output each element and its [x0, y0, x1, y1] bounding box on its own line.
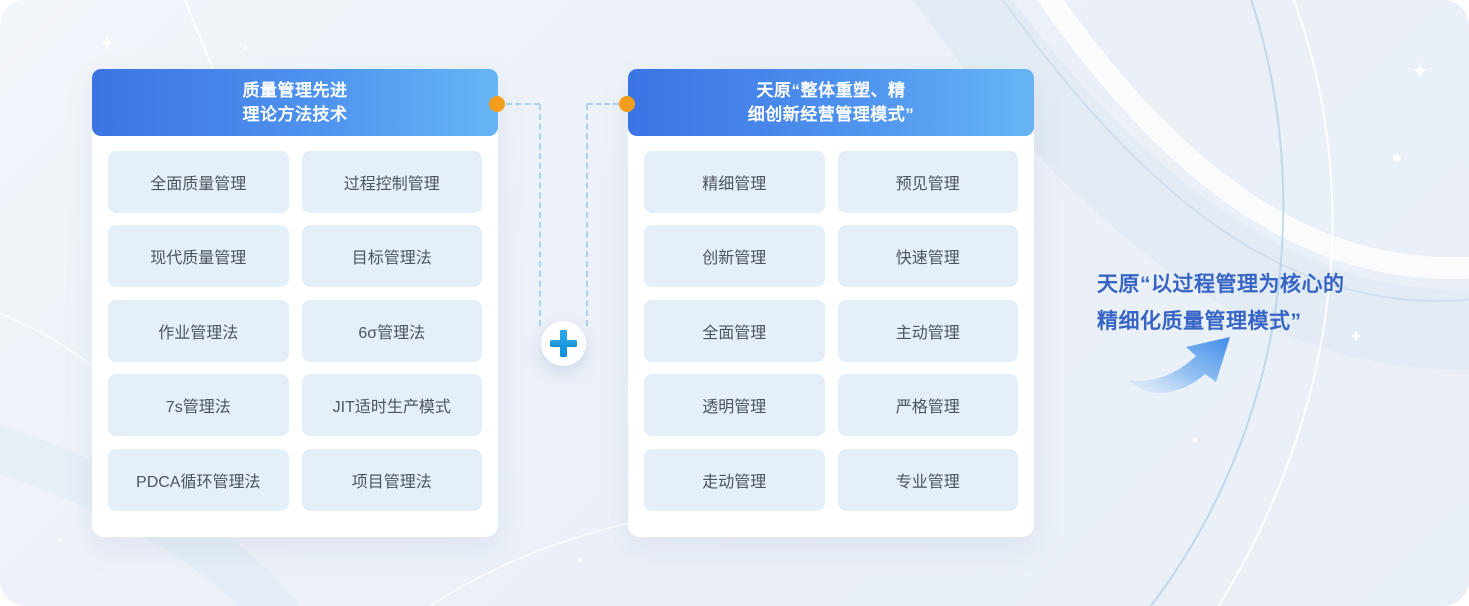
list-item: 全面质量管理	[108, 151, 289, 213]
list-item: 过程控制管理	[301, 151, 482, 213]
plus-icon-bar	[560, 330, 567, 357]
list-item: 项目管理法	[301, 448, 482, 511]
connector-dashed-line	[539, 104, 541, 326]
left-panel-title-line2: 理论方法技术	[242, 104, 348, 124]
plus-icon	[541, 321, 586, 366]
list-item: 透明管理	[644, 374, 825, 437]
connector-dashed-line	[586, 104, 588, 326]
connector-dot-left-icon	[489, 96, 505, 112]
result-line1: 天原“以过程管理为核心的	[1097, 273, 1345, 296]
list-item: PDCA循环管理法	[108, 448, 289, 511]
list-item: 主动管理	[837, 299, 1018, 362]
right-panel-title-line2: 细创新经营管理模式”	[747, 104, 915, 124]
list-item: 现代质量管理	[108, 225, 289, 288]
list-item: JIT适时生产模式	[301, 374, 482, 437]
left-panel-grid: 全面质量管理 过程控制管理 现代质量管理 目标管理法 作业管理法 6σ管理法 7…	[108, 151, 482, 511]
right-panel: 天原“整体重塑、精 细创新经营管理模式” 精细管理 预见管理 创新管理 快速管理…	[628, 69, 1034, 537]
connector-dashed-line	[506, 103, 540, 105]
result-annotation: 天原“以过程管理为核心的 精细化质量管理模式”	[1097, 266, 1427, 340]
result-line2: 精细化质量管理模式”	[1097, 310, 1302, 333]
list-item: 目标管理法	[301, 225, 482, 288]
list-item: 全面管理	[644, 299, 825, 362]
right-panel-title-line1: 天原“整体重塑、精	[756, 80, 906, 100]
list-item: 专业管理	[837, 448, 1018, 511]
list-item: 作业管理法	[108, 299, 289, 362]
list-item: 6σ管理法	[301, 299, 482, 362]
list-item: 7s管理法	[108, 374, 289, 437]
right-panel-header: 天原“整体重塑、精 细创新经营管理模式”	[628, 69, 1034, 136]
right-panel-grid: 精细管理 预见管理 创新管理 快速管理 全面管理 主动管理 透明管理 严格管理 …	[644, 151, 1018, 511]
left-panel-header: 质量管理先进 理论方法技术	[92, 69, 498, 136]
connector-dot-right-icon	[619, 96, 635, 112]
list-item: 预见管理	[837, 151, 1018, 213]
left-panel: 质量管理先进 理论方法技术 全面质量管理 过程控制管理 现代质量管理 目标管理法…	[92, 69, 498, 537]
list-item: 走动管理	[644, 448, 825, 511]
curved-up-right-arrow-icon	[1129, 337, 1230, 393]
connector-dashed-line	[587, 103, 619, 105]
list-item: 精细管理	[644, 151, 825, 213]
list-item: 严格管理	[837, 374, 1018, 437]
left-panel-title-line1: 质量管理先进	[242, 80, 348, 100]
list-item: 快速管理	[837, 225, 1018, 288]
list-item: 创新管理	[644, 225, 825, 288]
